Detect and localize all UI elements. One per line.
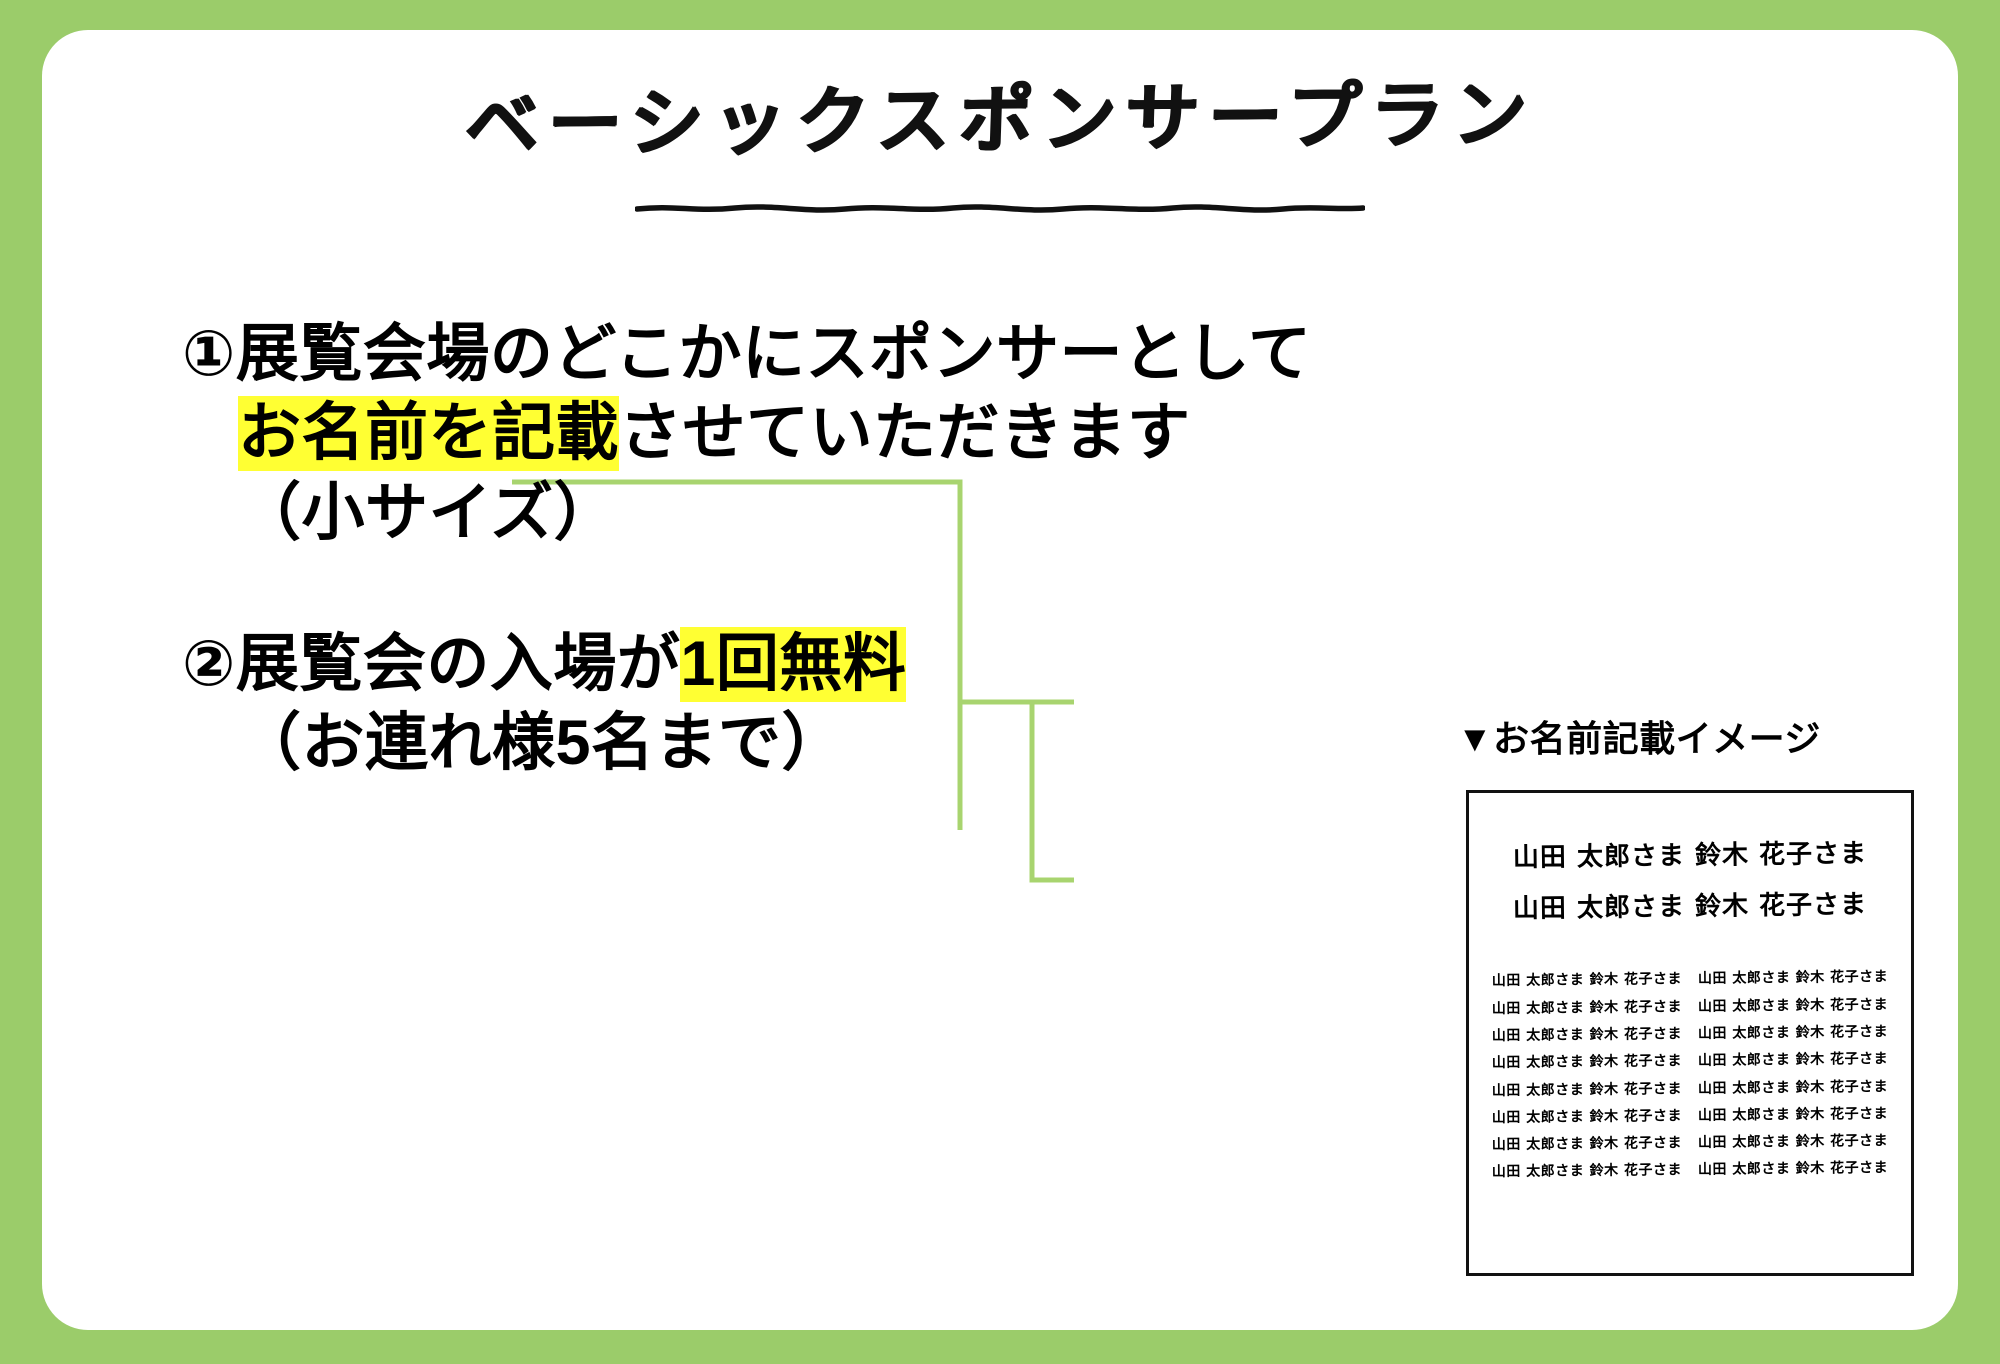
name-pair-left: 山田 太郎さま 鈴木 花子さま (1491, 998, 1683, 1017)
title-block: ベーシックスポンサープラン (42, 71, 1958, 213)
name-pair-left: 山田 太郎さま 鈴木 花子さま (1491, 1162, 1683, 1181)
name-row-small: 山田 太郎さま 鈴木 花子さま山田 太郎さま 鈴木 花子さま (1469, 964, 1911, 996)
benefit-1-line-2: お名前を記載させていただきます (182, 394, 1312, 473)
name-pair-right: 山田 太郎さま 鈴木 花子さま (1697, 1023, 1889, 1042)
benefit-2-line-1: ②展覧会の入場が1回無料 (182, 625, 907, 704)
benefit-2-note: （お連れ様5名まで） (238, 708, 846, 779)
name-row-large: 山田 太郎さま 鈴木 花子さま (1512, 838, 1868, 874)
benefit-1-size-note: （小サイズ） (238, 477, 618, 548)
benefit-2-highlight: 1回無料 (680, 627, 907, 702)
benefit-1-line-1: ①展覧会場のどこかにスポンサーとして (182, 315, 1312, 394)
benefit-1-line-1-text: ①展覧会場のどこかにスポンサーとして (182, 319, 1312, 389)
benefit-1-line-2-rest: させていただきます (619, 398, 1191, 469)
name-rows-large: 山田 太郎さま 鈴木 花子さま山田 太郎さま 鈴木 花子さま (1469, 793, 1911, 932)
benefit-item-1: ①展覧会場のどこかにスポンサーとして お名前を記載させていただきます （小サイズ… (182, 315, 1312, 553)
name-pair-right: 山田 太郎さま 鈴木 花子さま (1697, 1078, 1889, 1097)
title-underline-doodle (635, 204, 1365, 213)
benefit-1-highlight: お名前を記載 (238, 396, 619, 472)
name-row-small: 山田 太郎さま 鈴木 花子さま山田 太郎さま 鈴木 花子さま (1469, 1155, 1911, 1187)
name-pair-right: 山田 太郎さま 鈴木 花子さま (1697, 1160, 1889, 1179)
name-pair-left: 山田 太郎さま 鈴木 花子さま (1491, 1107, 1683, 1126)
name-rows-small: 山田 太郎さま 鈴木 花子さま山田 太郎さま 鈴木 花子さま山田 太郎さま 鈴木… (1469, 932, 1911, 1184)
name-pair-left: 山田 太郎さま 鈴木 花子さま (1491, 1053, 1683, 1072)
image-sample-caption-text: お名前記載イメージ (1493, 718, 1821, 759)
name-pair-left: 山田 太郎さま 鈴木 花子さま (1491, 1080, 1683, 1099)
name-pair-right: 山田 太郎さま 鈴木 花子さま (1697, 1051, 1889, 1070)
name-pair-right: 山田 太郎さま 鈴木 花子さま (1697, 969, 1889, 988)
benefit-2-line-1-text: ②展覧会の入場が (182, 629, 681, 699)
benefit-2-line-2: （お連れ様5名まで） (182, 704, 906, 783)
image-sample-caption: ▼お名前記載イメージ (1457, 710, 1821, 762)
page-title: ベーシックスポンサープラン (463, 71, 1537, 169)
triangle-down-icon: ▼ (1457, 718, 1494, 759)
name-pair-right: 山田 太郎さま 鈴木 花子さま (1697, 996, 1889, 1015)
benefit-1-line-3: （小サイズ） (182, 474, 1312, 553)
benefit-item-2: ②展覧会の入場が1回無料 （お連れ様5名まで） (182, 625, 907, 784)
name-row-large: 山田 太郎さま 鈴木 花子さま (1512, 889, 1868, 924)
name-listing-sample-box: 山田 太郎さま 鈴木 花子さま山田 太郎さま 鈴木 花子さま 山田 太郎さま 鈴… (1466, 790, 1914, 1276)
name-pair-left: 山田 太郎さま 鈴木 花子さま (1491, 971, 1683, 990)
name-row-small: 山田 太郎さま 鈴木 花子さま山田 太郎さま 鈴木 花子さま (1469, 1046, 1911, 1078)
slide-card: ベーシックスポンサープラン ①展覧会場のどこかにスポンサーとして お名前を記載さ… (42, 30, 1958, 1330)
name-pair-right: 山田 太郎さま 鈴木 花子さま (1697, 1105, 1889, 1124)
name-pair-right: 山田 太郎さま 鈴木 花子さま (1697, 1133, 1889, 1152)
name-pair-left: 山田 太郎さま 鈴木 花子さま (1491, 1026, 1683, 1045)
name-pair-left: 山田 太郎さま 鈴木 花子さま (1491, 1135, 1683, 1154)
